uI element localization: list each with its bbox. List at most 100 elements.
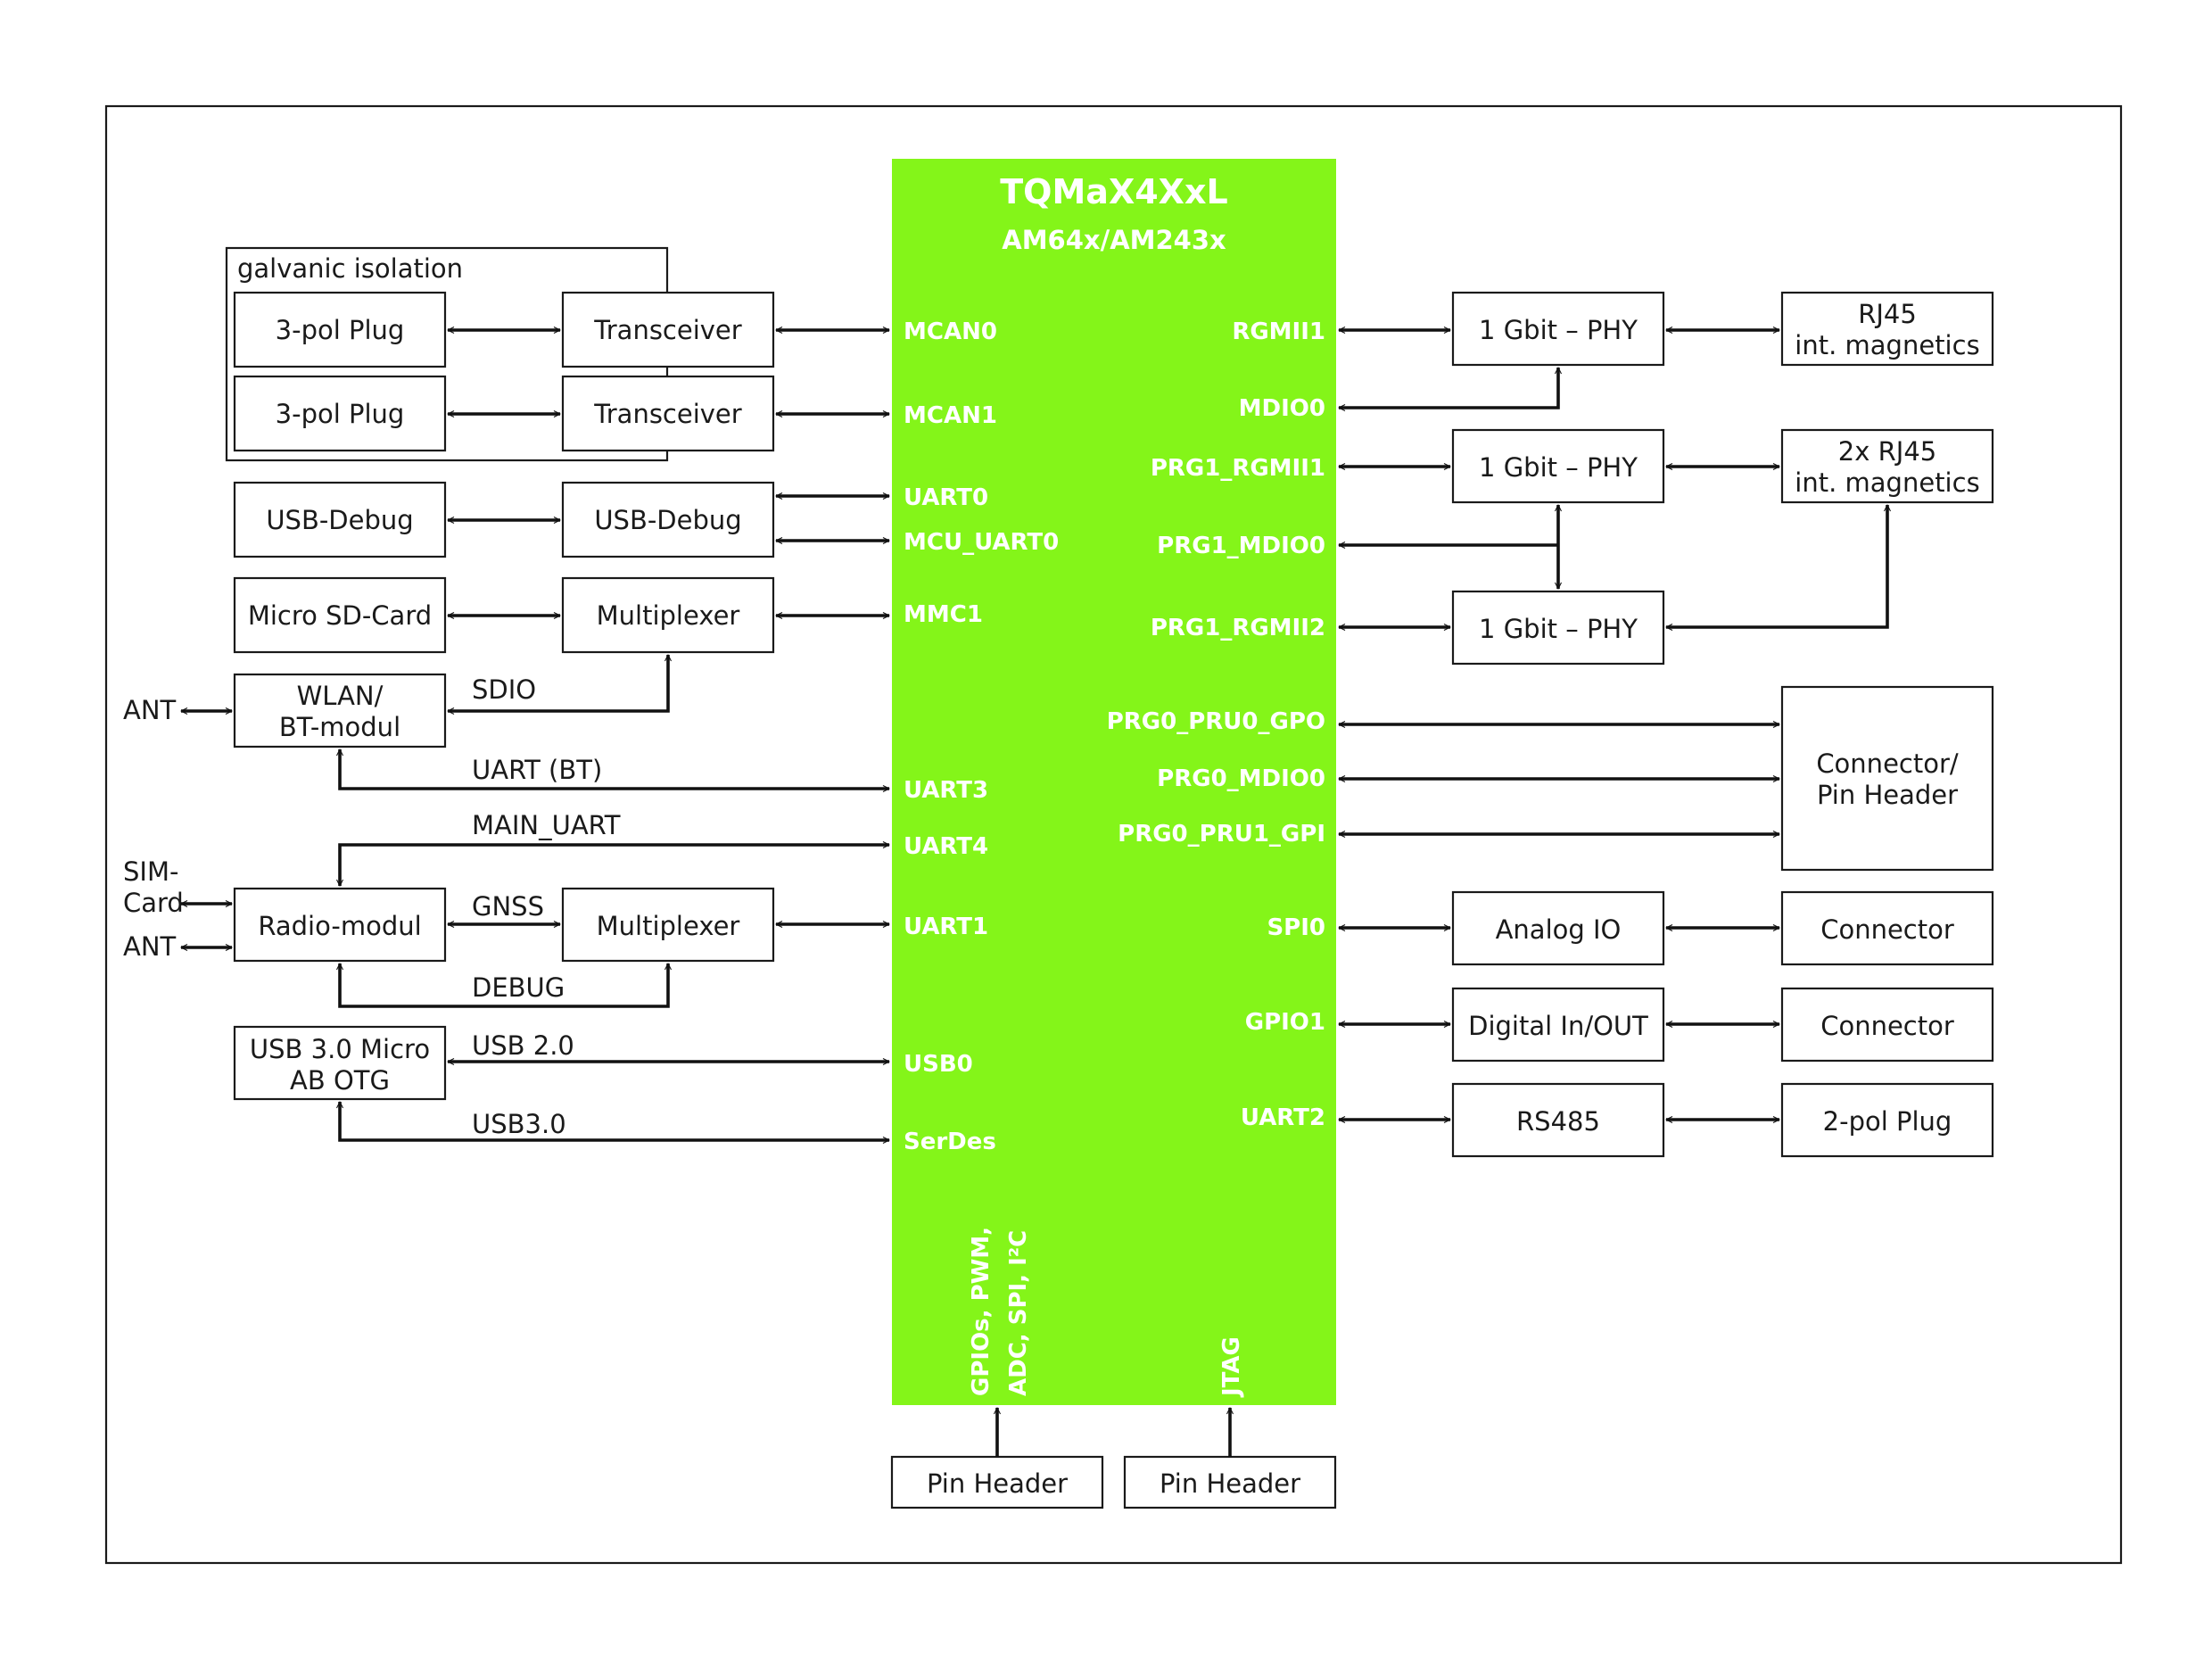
port-usb0: USB0 xyxy=(904,1051,973,1078)
port-spi0: SPI0 xyxy=(1267,914,1325,941)
port-mdio0: MDIO0 xyxy=(1239,395,1325,422)
svg-text:Connector: Connector xyxy=(1820,914,1954,945)
block-phy-3: 1 Gbit – PHY xyxy=(1451,590,1665,666)
outer-frame xyxy=(104,104,2123,1565)
svg-text:Radio-modul: Radio-modul xyxy=(258,911,421,941)
port-gpio1: GPIO1 xyxy=(1245,1009,1325,1036)
block-micro-sd-card: Micro SD-Card xyxy=(233,576,447,654)
svg-text:int. magnetics: int. magnetics xyxy=(1795,330,1979,360)
block-phy-2: 1 Gbit – PHY xyxy=(1451,428,1665,504)
port-uart0: UART0 xyxy=(904,484,988,511)
block-connector-2: Connector xyxy=(1780,987,1994,1063)
port-gpios-line1: GPIOs, PWM, xyxy=(968,1227,995,1396)
port-uart4: UART4 xyxy=(904,833,988,860)
svg-text:Pin Header: Pin Header xyxy=(1817,780,1958,810)
label-sdio: SDIO xyxy=(472,674,536,705)
svg-text:WLAN/: WLAN/ xyxy=(297,681,384,711)
svg-text:Connector/: Connector/ xyxy=(1816,748,1959,779)
block-connector-1: Connector xyxy=(1780,890,1994,966)
label-sim-line1: SIM- xyxy=(123,856,178,887)
port-prg0-mdio0: PRG0_MDIO0 xyxy=(1157,765,1325,792)
port-prg0-pru0-gpo: PRG0_PRU0_GPO xyxy=(1107,708,1325,735)
block-phy-1: 1 Gbit – PHY xyxy=(1451,291,1665,367)
svg-text:3-pol Plug: 3-pol Plug xyxy=(276,399,405,429)
port-mcan1: MCAN1 xyxy=(904,402,997,429)
block-multiplexer-1: Multiplexer xyxy=(561,576,775,654)
port-mmc1: MMC1 xyxy=(904,601,983,628)
block-3pol-plug-1: 3-pol Plug xyxy=(233,291,447,368)
svg-text:RJ45: RJ45 xyxy=(1858,299,1917,329)
soc-block xyxy=(892,159,1336,1405)
block-usb-debug-1: USB-Debug xyxy=(233,481,447,558)
svg-text:AB OTG: AB OTG xyxy=(290,1065,390,1096)
block-transceiver-1: Transceiver xyxy=(561,291,775,368)
label-uart-bt: UART (BT) xyxy=(472,755,602,785)
svg-text:1 Gbit – PHY: 1 Gbit – PHY xyxy=(1479,452,1638,483)
link-uart4-radio xyxy=(340,845,889,886)
svg-text:Digital In/OUT: Digital In/OUT xyxy=(1468,1011,1648,1041)
svg-text:int. magnetics: int. magnetics xyxy=(1795,467,1979,498)
block-3pol-plug-2: 3-pol Plug xyxy=(233,375,447,452)
block-multiplexer-2: Multiplexer xyxy=(561,887,775,963)
block-pin-header-1: Pin Header xyxy=(890,1455,1104,1509)
port-mcan0: MCAN0 xyxy=(904,318,997,345)
label-ant-2: ANT xyxy=(123,931,177,962)
svg-text:BT-modul: BT-modul xyxy=(279,712,400,742)
svg-text:2-pol Plug: 2-pol Plug xyxy=(1823,1106,1952,1137)
block-2x-rj45: 2x RJ45 int. magnetics xyxy=(1780,428,1994,504)
block-usb3-micro-ab-otg: USB 3.0 Micro AB OTG xyxy=(233,1025,447,1101)
connector-lines xyxy=(181,330,1887,1457)
svg-text:Connector: Connector xyxy=(1820,1011,1954,1041)
svg-text:3-pol Plug: 3-pol Plug xyxy=(276,315,405,345)
block-connector-pin-header: Connector/ Pin Header xyxy=(1780,685,1994,872)
port-rgmii1: RGMII1 xyxy=(1232,318,1325,345)
port-serdes: SerDes xyxy=(904,1129,996,1155)
port-uart3: UART3 xyxy=(904,777,988,804)
link-wlan-sdio-mux1 xyxy=(448,655,668,711)
block-analog-io: Analog IO xyxy=(1451,890,1665,966)
port-uart1: UART1 xyxy=(904,914,988,940)
label-gnss: GNSS xyxy=(472,891,544,922)
label-sim-line2: Card xyxy=(123,888,184,918)
port-prg1-rgmii2: PRG1_RGMII2 xyxy=(1151,615,1325,641)
link-phy3-2xrj45 xyxy=(1666,505,1887,627)
svg-text:1 Gbit – PHY: 1 Gbit – PHY xyxy=(1479,614,1638,644)
label-debug: DEBUG xyxy=(472,972,565,1003)
svg-text:Micro SD-Card: Micro SD-Card xyxy=(248,600,432,631)
port-prg1-mdio0: PRG1_MDIO0 xyxy=(1157,533,1325,559)
svg-text:2x RJ45: 2x RJ45 xyxy=(1838,436,1936,467)
block-digital-in-out: Digital In/OUT xyxy=(1451,987,1665,1063)
block-wlan-bt-modul: WLAN/ BT-modul xyxy=(233,673,447,748)
soc-subtitle: AM64x/AM243x xyxy=(1002,225,1226,255)
svg-text:Pin Header: Pin Header xyxy=(1160,1468,1300,1499)
label-ant-1: ANT xyxy=(123,695,177,725)
svg-text:USB-Debug: USB-Debug xyxy=(266,505,413,535)
svg-text:Analog IO: Analog IO xyxy=(1496,914,1622,945)
svg-text:Multiplexer: Multiplexer xyxy=(597,600,740,631)
svg-text:Multiplexer: Multiplexer xyxy=(597,911,740,941)
label-main-uart: MAIN_UART xyxy=(472,810,621,840)
port-mcu-uart0: MCU_UART0 xyxy=(904,529,1059,556)
link-usb3-serdes xyxy=(340,1102,889,1140)
label-usb20: USB 2.0 xyxy=(472,1030,574,1061)
svg-text:Transceiver: Transceiver xyxy=(593,315,741,345)
block-usb-debug-2: USB-Debug xyxy=(561,481,775,558)
soc-title: TQMaX4XxL xyxy=(1000,172,1227,211)
galvanic-isolation-label: galvanic isolation xyxy=(237,253,463,284)
port-prg1-rgmii1: PRG1_RGMII1 xyxy=(1151,455,1325,482)
block-pin-header-2: Pin Header xyxy=(1123,1455,1337,1509)
svg-text:RS485: RS485 xyxy=(1516,1106,1600,1137)
link-radio-mux2-debug xyxy=(340,963,668,1008)
label-usb30: USB3.0 xyxy=(472,1109,566,1139)
link-mdio0-phy1 xyxy=(1339,368,1558,408)
svg-text:1 Gbit – PHY: 1 Gbit – PHY xyxy=(1479,315,1638,345)
block-rj45: RJ45 int. magnetics xyxy=(1780,291,1994,367)
link-wlan-uart3 xyxy=(340,749,889,789)
port-uart2: UART2 xyxy=(1241,1104,1325,1131)
block-transceiver-2: Transceiver xyxy=(561,375,775,452)
port-prg0-pru1-gpi: PRG0_PRU1_GPI xyxy=(1118,821,1325,848)
port-jtag: JTAG xyxy=(1218,1336,1245,1398)
block-radio-modul: Radio-modul xyxy=(233,887,447,963)
port-gpios-line2: ADC, SPI, I²C xyxy=(1005,1230,1032,1396)
